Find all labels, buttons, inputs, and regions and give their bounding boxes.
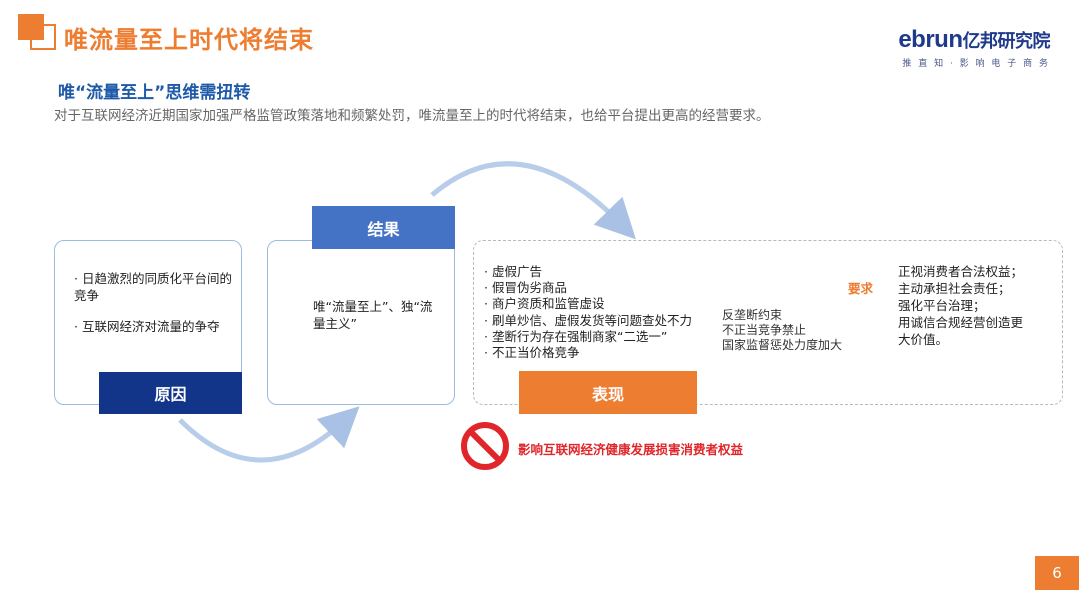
brand-latin: ebrun (898, 26, 963, 53)
section-subtitle: 唯“流量至上”思维需扭转 (58, 83, 251, 103)
slide-title: 唯流量至上时代将结束 (64, 26, 314, 54)
list-item: 主动承担社会责任； (898, 281, 1011, 296)
arrow-result-to-manifest (430, 161, 636, 240)
list-item: 用诚信合规经营创造更 (898, 315, 1024, 330)
regulation-list: 反垄断约束 不正当竞争禁止 国家监督惩处力度加大 (722, 308, 842, 353)
requirement-list: 正视消费者合法权益； 主动承担社会责任； 强化平台治理； 用诚信合规经营创造更 … (898, 263, 1023, 348)
warning-text: 影响互联网经济健康发展损害消费者权益 (518, 442, 744, 457)
brand-cn: 亿邦研究院 (962, 31, 1051, 51)
manifest-list: · 虚假广告 · 假冒伪劣商品 · 商户资质和监管虚设 · 刷单炒信、虚假发货等… (484, 264, 692, 361)
section-intro: 对于互联网经济近期国家加强严格监管政策落地和频繁处罚，唯流量至上的时代将结束，也… (54, 108, 770, 124)
prohibition-icon (461, 422, 509, 470)
list-item: 不正当竞争禁止 (722, 323, 807, 337)
list-item: · 不正当价格竞争 (484, 345, 580, 361)
cause-item: · 互联网经济对流量的争夺 (74, 319, 220, 334)
list-item: 大价值。 (898, 332, 949, 347)
manifest-label: 表现 (519, 371, 697, 414)
list-item: · 垄断行为存在强制商家“二选一” (484, 328, 668, 344)
cause-items: · 日趋激烈的同质化平台间的竞争 · 互联网经济对流量的争夺 (74, 270, 232, 349)
list-item: · 商户资质和监管虚设 (484, 296, 605, 312)
list-item: · 刷单炒信、虚假发货等问题查处不力 (484, 312, 692, 328)
result-label: 结果 (312, 206, 455, 249)
title-decor-outline (30, 24, 56, 50)
arrow-cause-to-result (178, 406, 360, 463)
list-item: · 假冒伪劣商品 (484, 280, 567, 296)
result-card (267, 240, 455, 405)
list-item: 正视消费者合法权益； (898, 264, 1024, 279)
list-item: · 虚假广告 (484, 264, 542, 279)
page-number: 6 (1035, 556, 1079, 590)
list-item: 反垄断约束 (722, 308, 783, 322)
list-item: 国家监督惩处力度加大 (722, 338, 843, 352)
brand-logo: ebrun亿邦研究院 (898, 26, 1050, 54)
brand-slogan: 推 直 知 · 影 响 电 子 商 务 (902, 59, 1050, 69)
cause-item: · 日趋激烈的同质化平台间的竞争 (74, 271, 232, 303)
cause-label: 原因 (99, 372, 242, 414)
list-item: 强化平台治理； (898, 298, 986, 313)
require-label: 要求 (848, 281, 874, 296)
result-text: 唯“流量至上”、独“流量主义” (313, 299, 433, 331)
